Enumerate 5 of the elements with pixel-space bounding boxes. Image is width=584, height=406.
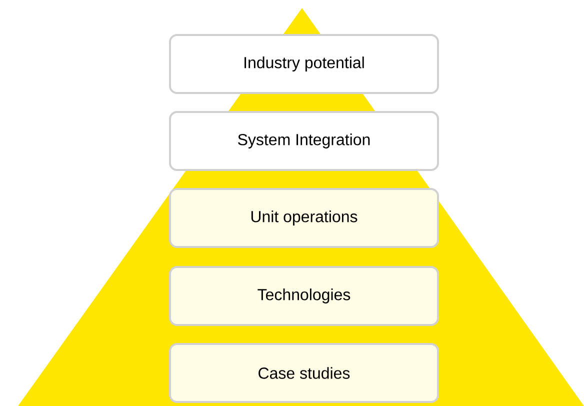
level-box: Unit operations <box>169 188 439 248</box>
level-box: System Integration <box>169 111 439 171</box>
level-box: Technologies <box>169 266 439 326</box>
level-box: Industry potential <box>169 34 439 94</box>
level-box: Case studies <box>169 343 439 403</box>
